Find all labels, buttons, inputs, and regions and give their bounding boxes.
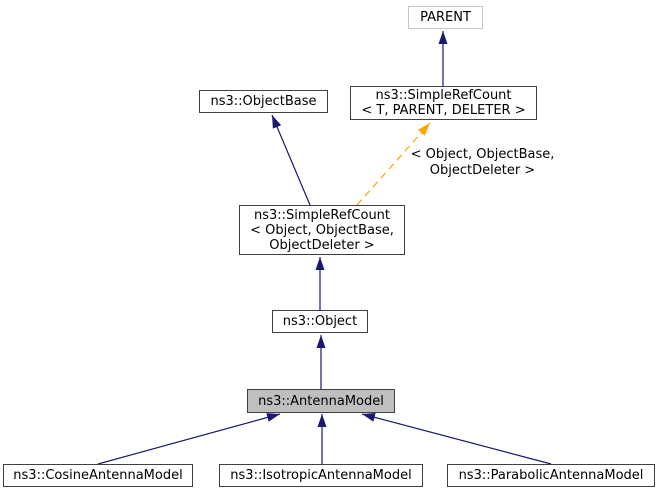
node-simplerefcount-template[interactable]: ns3::SimpleRefCount < T, PARENT, DELETER… (350, 86, 537, 120)
edge-simplerefcountobject-to-objectbase (271, 114, 311, 206)
node-parabolicantennamodel[interactable]: ns3::ParabolicAntennaModel (447, 464, 655, 487)
node-simplerefcount-object[interactable]: ns3::SimpleRefCount < Object, ObjectBase… (239, 205, 405, 255)
edge-cosine-to-antennamodel (97, 413, 281, 465)
node-object[interactable]: ns3::Object (272, 310, 368, 333)
edge-template-instantiation (356, 122, 431, 206)
node-parent: PARENT (408, 6, 483, 29)
node-antennamodel: ns3::AntennaModel (247, 389, 395, 413)
node-isotropicantennamodel[interactable]: ns3::IsotropicAntennaModel (219, 464, 423, 487)
node-cosineantennamodel[interactable]: ns3::CosineAntennaModel (3, 464, 193, 487)
edge-parabolic-to-antennamodel (361, 412, 552, 465)
node-objectbase[interactable]: ns3::ObjectBase (199, 90, 328, 113)
template-args-label: < Object, ObjectBase, ObjectDeleter > (410, 147, 555, 178)
